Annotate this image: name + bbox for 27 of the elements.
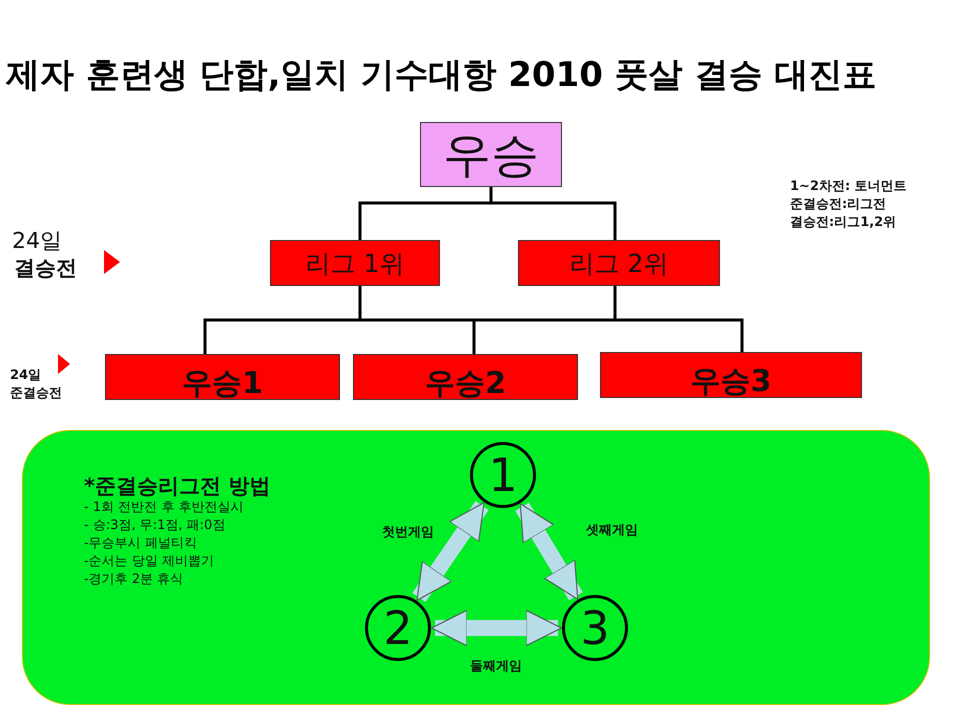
double-arrow [430, 610, 562, 646]
heading: *준결승리그전 방법 [84, 473, 270, 500]
team-box: 리그 1위 [270, 240, 440, 286]
numbered-circle: 3 [562, 595, 628, 661]
date-label: 24일 [12, 228, 62, 256]
double-arrow [412, 500, 489, 602]
note: 1~2차전: 토너먼트 [790, 178, 907, 195]
team-box: 우승2 [353, 354, 578, 400]
note: 결승전:리그1,2위 [790, 214, 896, 231]
numbered-circle: 2 [365, 595, 431, 661]
connector-line [490, 187, 616, 240]
numbered-circle: 1 [470, 442, 536, 508]
round-label: 결승전 [14, 255, 77, 282]
method-note: -무승부시 페널티킥 [84, 535, 197, 552]
method-note: -순서는 당일 제비뽑기 [84, 553, 214, 570]
winner-box: 우승 [420, 122, 562, 187]
team-box: 우승3 [600, 352, 862, 398]
title: 제자 훈련생 단합,일치 기수대항 2010 풋살 결승 대진표 [6, 54, 876, 97]
note: 준결승전:리그전 [790, 196, 886, 213]
method-note: - 승:3점, 무:1점, 패:0점 [84, 517, 226, 534]
team-box: 우승1 [105, 354, 340, 400]
round-label: 준결승전 [10, 385, 62, 402]
team-box: 리그 2위 [518, 240, 720, 286]
double-arrow [515, 502, 583, 600]
date-label: 24일 [10, 367, 42, 384]
method-note: -경기후 2분 휴식 [84, 571, 184, 588]
method-note: - 1회 전반전 후 후반전실시 [84, 499, 244, 516]
